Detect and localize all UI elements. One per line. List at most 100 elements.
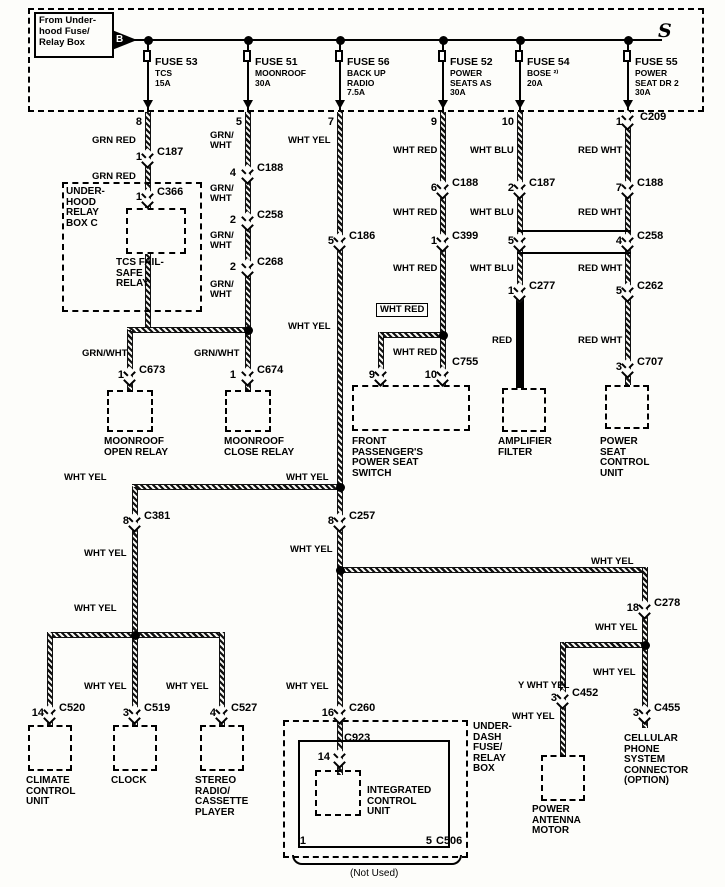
wire-label: WHT YEL: [288, 321, 331, 332]
arrow-down-icon: [438, 100, 448, 109]
connector-icon: [622, 360, 634, 377]
bus-junction-dot: [624, 36, 633, 45]
junction-dot: [131, 631, 140, 640]
wire-red-solid: [516, 295, 524, 388]
pin-number: 16: [321, 707, 334, 719]
fuse52-drop-line: [442, 40, 444, 112]
connector-icon: [437, 234, 449, 251]
connector-id: C257: [349, 510, 376, 522]
connector-icon: [557, 691, 569, 708]
component-label: MOONROOF CLOSE RELAY: [224, 436, 295, 458]
connector-icon: [216, 706, 228, 723]
connector-icon: [334, 514, 346, 531]
wire-grn-wht: [127, 330, 133, 390]
fuse-name: FUSE 56: [347, 56, 390, 68]
connector-id: C399: [452, 230, 479, 242]
connector-id: C209: [640, 111, 667, 123]
pin-number: 5: [425, 835, 432, 847]
connector-id: C519: [144, 702, 171, 714]
pin-number: 1: [299, 835, 306, 847]
wire-wht-blu-main: [517, 112, 523, 295]
arrow-down-icon: [623, 100, 633, 109]
connector-id: C262: [637, 280, 664, 292]
pin-number: 14: [317, 751, 330, 763]
connector-id: C527: [231, 702, 258, 714]
connector-icon: [44, 706, 56, 723]
connector-icon: [375, 368, 387, 385]
fuse56-drop-line: [339, 40, 341, 112]
wire-label: WHT YEL: [166, 681, 209, 692]
connector-icon: [622, 234, 634, 251]
connector-id: C506: [436, 835, 463, 847]
connector-icon: [514, 234, 526, 251]
fuse55-drop-line: [627, 40, 629, 112]
connector-c258-span-line: [517, 230, 631, 232]
wire-wht-yel: [132, 632, 138, 725]
connector-id: C674: [257, 364, 284, 376]
pin-number: 10: [501, 116, 514, 128]
integrated-control-unit-box: [298, 740, 450, 848]
connector-id: C187: [529, 177, 556, 189]
bus-junction-dot: [144, 36, 153, 45]
connector-id: C258: [637, 230, 664, 242]
fuse-name: FUSE 51: [255, 56, 298, 68]
bus-junction-dot: [439, 36, 448, 45]
wire-label: WHT YEL: [593, 667, 636, 678]
component-label: UNDER- HOOD RELAY BOX C: [66, 186, 105, 229]
wire-label: WHT YEL: [591, 556, 634, 567]
wire-label: RED WHT: [578, 207, 623, 218]
connector-icon: [129, 514, 141, 531]
bus-junction-dot: [516, 36, 525, 45]
wire-grn-wht-main: [245, 112, 251, 390]
moonroof-open-relay-outline: [107, 390, 153, 432]
wire-label: WHT BLU: [470, 207, 514, 218]
pin-number: 2: [229, 214, 236, 226]
connector-id: C755: [452, 356, 479, 368]
clock-outline: [113, 725, 157, 771]
connector-icon: [142, 190, 154, 207]
component-label: POWER SEAT CONTROL UNIT: [600, 436, 650, 479]
pin-number: 18: [626, 602, 639, 614]
wire-label: GRN/WHT: [82, 348, 128, 359]
arrow-down-icon: [515, 100, 525, 109]
fuse-name: FUSE 55: [635, 56, 678, 68]
component-label: CELLULAR PHONE SYSTEM CONNECTOR (OPTION): [624, 733, 689, 786]
wire-label: WHT RED: [376, 303, 429, 317]
wire-label: WHT RED: [393, 207, 438, 218]
wire-wht-yel-main: [337, 112, 343, 775]
junction-dot: [244, 326, 253, 335]
connector-icon: [334, 750, 346, 767]
junction-dot: [336, 483, 345, 492]
fuse-desc: BACK UP RADIO 7.5A: [347, 68, 386, 97]
bus-junction-dot: [244, 36, 253, 45]
source-label: From Under- hood Fuse/ Relay Box: [39, 15, 96, 48]
pin-number: 1: [135, 191, 142, 203]
pin-number: 2: [507, 182, 514, 194]
component-label: INTEGRATED CONTROL UNIT: [367, 785, 432, 817]
connector-icon: [437, 368, 449, 385]
wire-label: WHT YEL: [288, 135, 331, 146]
junction-dot: [336, 566, 345, 575]
wire-label: WHT YEL: [84, 548, 127, 559]
pin-number: 8: [122, 515, 129, 527]
pin-number: 7: [615, 182, 622, 194]
component-label: TCS FAIL- SAFE RELAY: [116, 257, 164, 289]
wire-label: GRN RED: [92, 135, 136, 146]
connector-icon: [242, 213, 254, 230]
connector-id: C268: [257, 256, 284, 268]
wire-label: WHT YEL: [74, 603, 117, 614]
connector-icon: [124, 368, 136, 385]
connector-icon: [334, 706, 346, 723]
wire-label: RED WHT: [578, 145, 623, 156]
connector-id: C188: [257, 162, 284, 174]
pin-number: 1: [507, 285, 514, 297]
pin-number: 6: [430, 182, 437, 194]
pin-number: 1: [135, 151, 142, 163]
connector-icon: [622, 284, 634, 301]
wire-label: GRN/ WHT: [210, 279, 234, 300]
connector-id: C673: [139, 364, 166, 376]
pin-number: 9: [368, 369, 375, 381]
pin-number: 3: [550, 692, 557, 704]
connector-icon: [242, 260, 254, 277]
